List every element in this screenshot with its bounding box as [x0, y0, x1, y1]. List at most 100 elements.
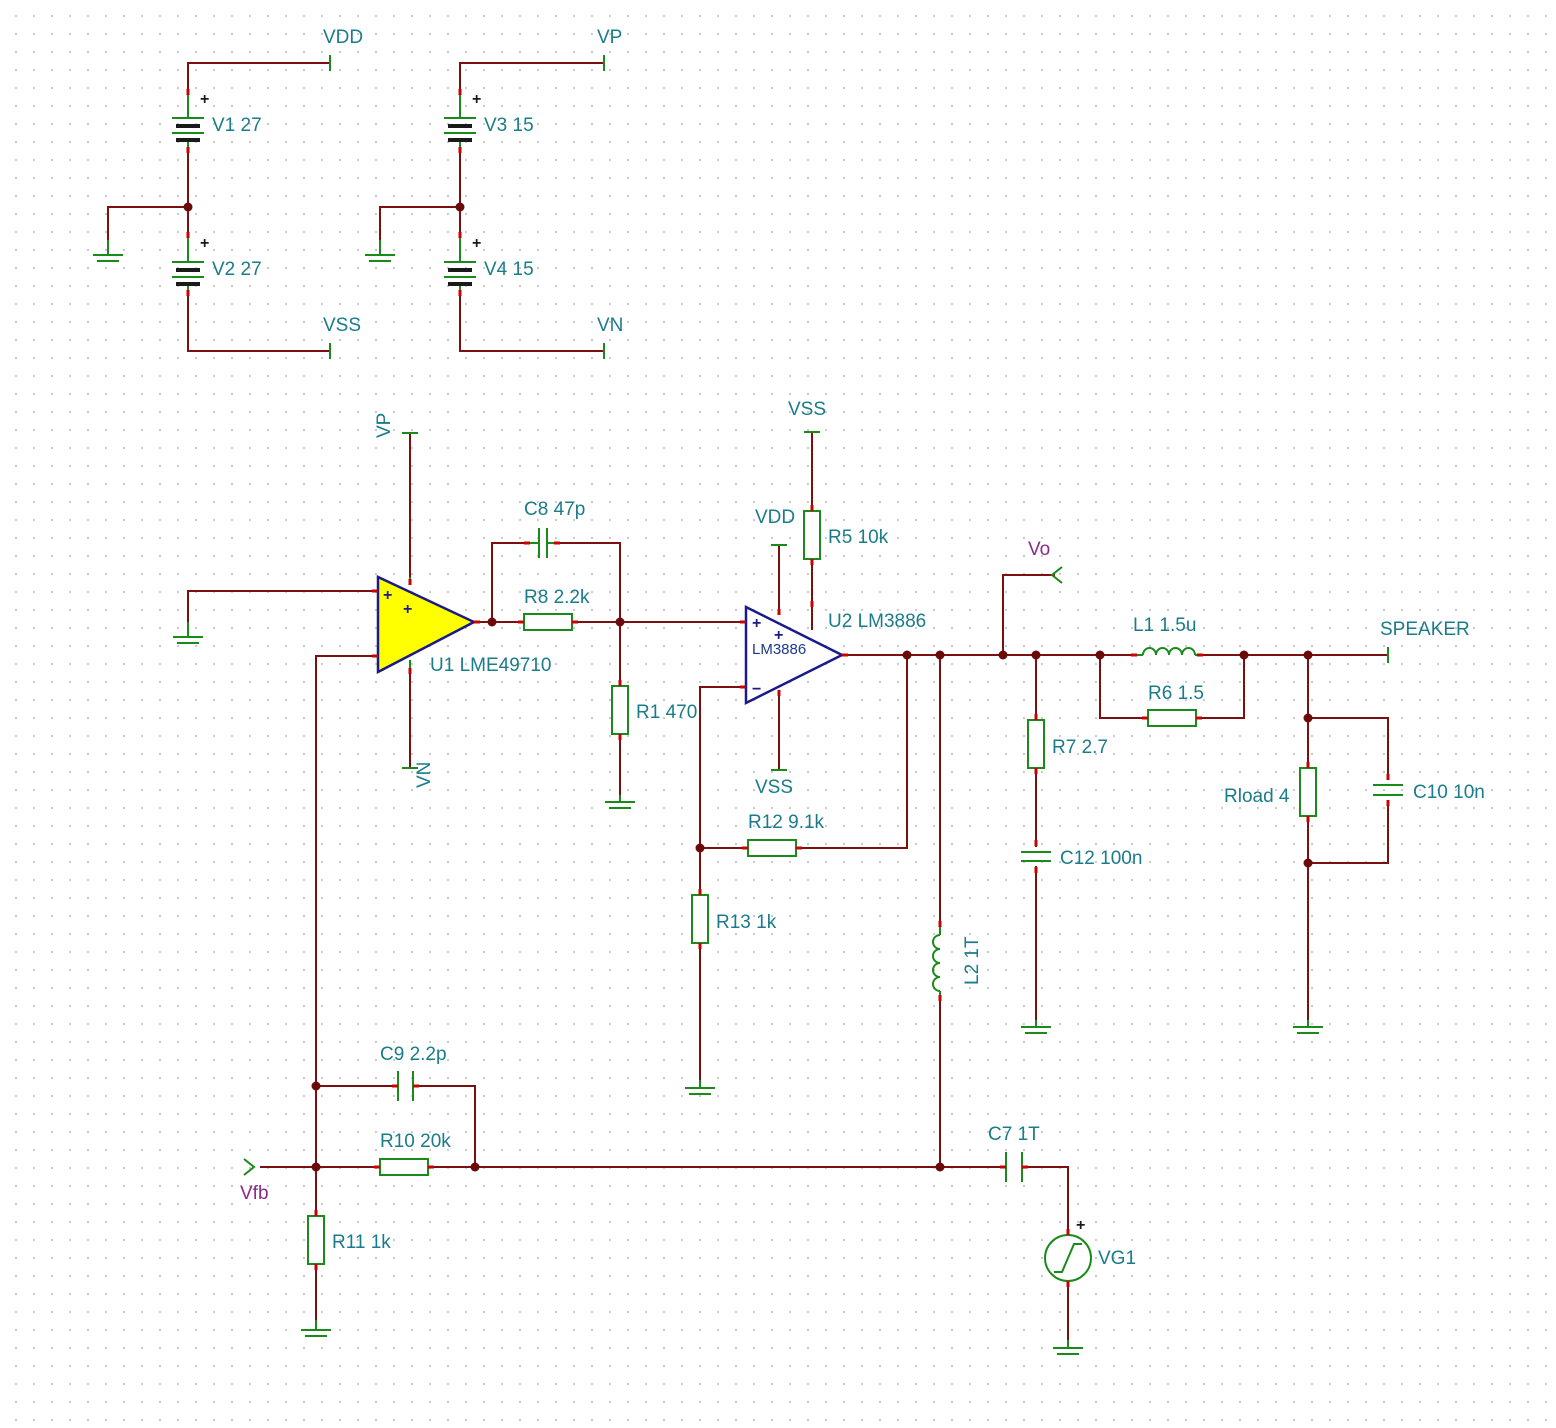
u2-vss-top-terminal[interactable]: VSS	[788, 399, 826, 433]
probe-vfb[interactable]: Vfb	[240, 1158, 269, 1204]
svg-text:+: +	[200, 235, 209, 252]
u1-vn-terminal[interactable]: VN	[402, 762, 435, 788]
u1-label: U1 LME49710	[430, 655, 551, 676]
capacitor-c12[interactable]: C12 100n	[1021, 848, 1142, 869]
junction	[470, 1162, 480, 1172]
junction	[455, 202, 465, 212]
svg-text:L1 1.5u: L1 1.5u	[1133, 615, 1196, 636]
pin-marker	[810, 505, 814, 511]
svg-text:+: +	[403, 601, 412, 618]
pin-marker	[554, 541, 560, 545]
terminal-vp[interactable]: VP	[597, 27, 622, 71]
resistor-r5[interactable]: R5 10k	[803, 510, 889, 560]
capacitor-c9[interactable]: C9 2.2p	[380, 1044, 447, 1101]
pin-marker	[186, 147, 190, 153]
pin-markers	[186, 89, 1390, 1287]
signal-generator-vg1[interactable]: + VG1	[1044, 1217, 1136, 1282]
resistor-r1[interactable]: R1 470	[611, 685, 697, 735]
terminal-vss[interactable]: VSS	[323, 315, 361, 359]
pin-marker	[314, 1210, 318, 1216]
junctions	[183, 202, 1313, 1172]
svg-text:Vo: Vo	[1028, 539, 1050, 560]
resistor-r10[interactable]: R10 20k	[379, 1131, 451, 1176]
pin-marker	[810, 601, 814, 607]
u2-label: U2 LM3886	[828, 611, 926, 632]
svg-text:C10 10n: C10 10n	[1413, 782, 1485, 803]
resistor-r6[interactable]: R6 1.5	[1147, 683, 1204, 727]
u2-vdd-terminal[interactable]: VDD	[755, 507, 795, 546]
pin-marker	[777, 609, 781, 615]
pin-marker	[938, 995, 942, 1001]
inductor-l1[interactable]: L1 1.5u	[1133, 615, 1197, 656]
battery-v3[interactable]: + V3 15	[444, 91, 534, 147]
junction	[311, 1162, 321, 1172]
svg-text:R10 20k: R10 20k	[380, 1131, 451, 1152]
inductor-l2[interactable]: L2 1T	[932, 927, 983, 995]
svg-text:+: +	[1076, 1217, 1085, 1234]
pin-marker	[698, 943, 702, 949]
svg-text:+: +	[383, 587, 392, 604]
resistor-r11[interactable]: R11 1k	[307, 1215, 391, 1265]
pin-marker	[1000, 1165, 1006, 1169]
junction	[1095, 650, 1105, 660]
pin-marker	[372, 654, 378, 658]
junction	[998, 650, 1008, 660]
pin-marker	[186, 232, 190, 238]
pin-marker	[1022, 1165, 1028, 1169]
probe-vo[interactable]: Vo	[1028, 539, 1063, 584]
pin-marker	[572, 620, 578, 624]
svg-text:+: +	[472, 91, 481, 108]
terminal-vn[interactable]: VN	[597, 315, 623, 359]
pin-marker	[698, 889, 702, 895]
ground-icon	[365, 240, 395, 262]
svg-text:VN: VN	[414, 762, 435, 788]
svg-text:VP: VP	[597, 27, 622, 48]
terminal-speaker[interactable]: SPEAKER	[1380, 619, 1470, 663]
pin-marker	[186, 290, 190, 296]
junction	[311, 1081, 321, 1091]
opamp-u2[interactable]: + + − LM3886 U2 LM3886	[744, 604, 926, 706]
ground-icon	[301, 1320, 331, 1337]
pin-marker	[1131, 653, 1137, 657]
pin-marker	[1034, 714, 1038, 720]
junction	[695, 843, 705, 853]
resistor-r7[interactable]: R7 2.7	[1027, 719, 1108, 769]
resistor-r8[interactable]: R8 2.2k	[523, 587, 590, 631]
battery-v2[interactable]: + V2 27	[172, 235, 262, 290]
v2-label: V2 27	[212, 259, 262, 280]
capacitor-c10[interactable]: C10 10n	[1373, 782, 1485, 803]
battery-v1[interactable]: + V1 27	[172, 91, 262, 147]
capacitor-c7[interactable]: C7 1T	[988, 1124, 1040, 1182]
wires	[107, 62, 1389, 1340]
svg-text:C12 100n: C12 100n	[1060, 848, 1142, 869]
pin-marker	[1034, 840, 1038, 846]
pin-marker	[618, 734, 622, 740]
junction	[935, 1162, 945, 1172]
battery-v4[interactable]: + V4 15	[444, 235, 534, 290]
resistor-rload[interactable]: Rload 4	[1224, 767, 1317, 817]
pin-marker	[392, 1084, 398, 1088]
svg-text:VN: VN	[597, 315, 623, 336]
pin-marker	[314, 1264, 318, 1270]
pin-marker	[1066, 1229, 1070, 1235]
u2-vss-bottom-terminal[interactable]: VSS	[755, 769, 793, 798]
u1-vp-terminal[interactable]: VP	[374, 413, 418, 438]
svg-text:VDD: VDD	[755, 507, 795, 528]
ground-icon	[93, 240, 123, 262]
svg-text:VDD: VDD	[323, 27, 363, 48]
resistor-r13[interactable]: R13 1k	[691, 894, 777, 944]
opamp-u1[interactable]: + + U1 LME49710	[376, 575, 551, 676]
svg-text:VG1: VG1	[1098, 1248, 1136, 1269]
pin-marker	[1306, 816, 1310, 822]
svg-text:L2 1T: L2 1T	[962, 936, 983, 985]
svg-text:−: −	[752, 681, 761, 698]
terminal-vdd[interactable]: VDD	[323, 27, 363, 71]
junction	[902, 650, 912, 660]
resistor-r12[interactable]: R12 9.1k	[747, 812, 825, 857]
pin-marker	[374, 1165, 380, 1169]
pin-marker	[1034, 867, 1038, 873]
svg-text:R8 2.2k: R8 2.2k	[524, 587, 590, 608]
capacitor-c8[interactable]: C8 47p	[524, 499, 585, 558]
